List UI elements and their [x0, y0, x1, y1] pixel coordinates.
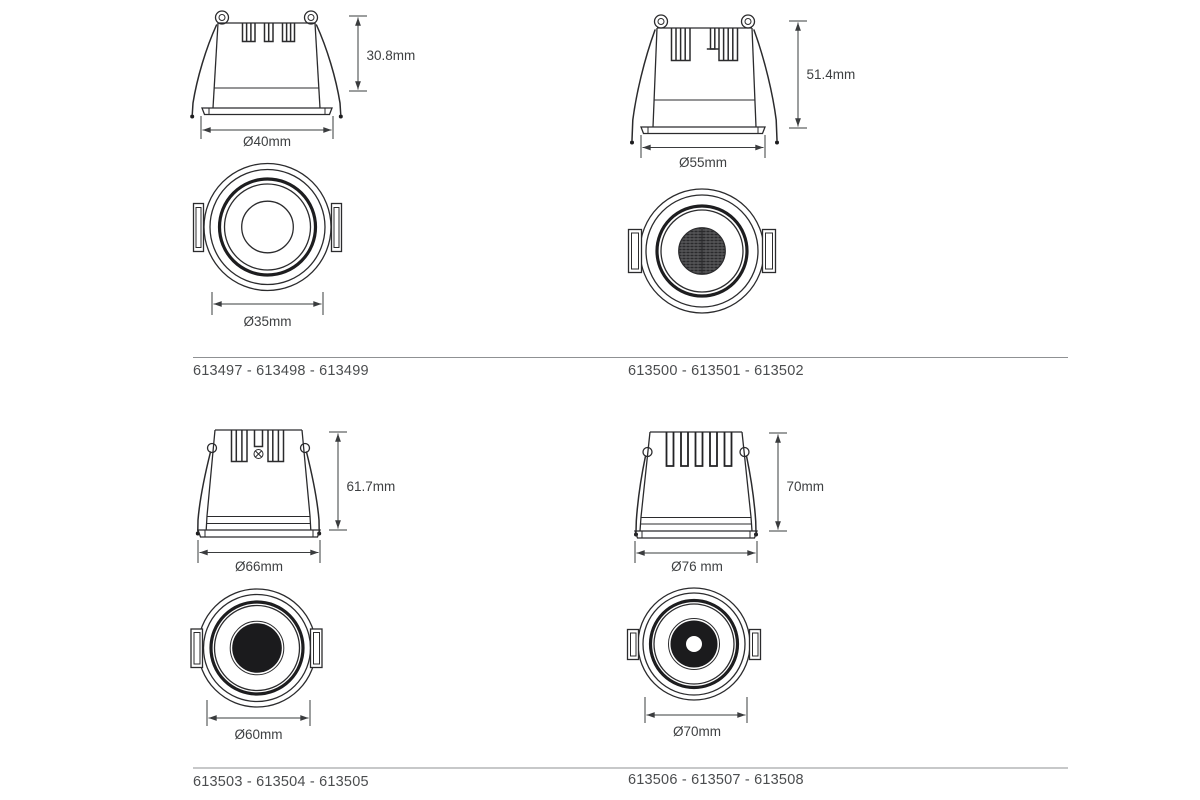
product-2-side-diameter-label: Ø55mm [679, 155, 727, 170]
product-1-spring-clip-right [303, 10, 343, 119]
product-3-front-diameter-dimension: Ø60mm [206, 700, 311, 742]
product-1-height-label: 30.8mm [367, 48, 416, 63]
product-1-front-view [192, 162, 343, 292]
product-3-led-lens [232, 623, 282, 673]
product-1-side-view [190, 10, 343, 119]
product-4-mounting-tab-left [626, 628, 640, 661]
product-1: 30.8mm Ø40mm Ø35mm 613 [190, 10, 416, 379]
product-4: 70mm Ø76 mm [626, 431, 825, 788]
product-4-front-diameter-dimension: Ø70mm [644, 697, 748, 739]
product-4-side-view [634, 431, 758, 539]
product-3-front-diameter-label: Ø60mm [234, 727, 282, 742]
product-3-codes: 613503 - 613504 - 613505 [193, 774, 369, 790]
product-1-body [201, 22, 333, 116]
product-4-body [634, 431, 758, 539]
product-4-led-ring [670, 620, 718, 668]
product-4-side-diameter-dimension: Ø76 mm [634, 541, 758, 574]
product-4-height-dimension: 70mm [769, 432, 825, 532]
product-2-height-label: 51.4mm [807, 67, 856, 82]
product-4-mounting-tab-right [748, 628, 762, 661]
product-1-codes: 613497 - 613498 - 613499 [193, 363, 369, 379]
product-4-height-label: 70mm [787, 479, 825, 494]
product-2-mounting-tab-right [761, 228, 777, 274]
product-3: 61.7mm Ø66mm Ø60mm [190, 429, 396, 790]
product-3-mounting-tab-left [190, 628, 204, 669]
product-2-spring-clip-right [740, 14, 779, 145]
product-3-heatsink-fins [230, 430, 285, 463]
product-4-side-diameter-label: Ø76 mm [671, 559, 723, 574]
product-3-body [197, 429, 321, 538]
product-2-side-view [630, 14, 779, 145]
product-4-front-diameter-label: Ø70mm [673, 724, 721, 739]
product-3-height-dimension: 61.7mm [329, 431, 396, 531]
product-2-front-view [627, 188, 777, 314]
product-3-front-view [190, 588, 323, 708]
product-2: 51.4mm Ø55mm 613500 - 613501 - 613502 [627, 14, 856, 379]
product-3-mounting-tab-right [309, 628, 323, 669]
product-2-body [640, 27, 766, 135]
product-3-side-view [195, 429, 322, 538]
product-2-mounting-tab-left [627, 228, 643, 274]
product-4-heatsink-fins [665, 432, 733, 467]
product-1-mounting-tab-left [192, 202, 205, 253]
product-1-height-dimension: 30.8mm [349, 15, 416, 92]
product-1-heatsink-fins [241, 23, 296, 43]
product-2-spring-clip-left [630, 14, 669, 145]
product-1-side-diameter-label: Ø40mm [243, 134, 291, 149]
product-1-front-diameter-dimension: Ø35mm [211, 292, 324, 329]
product-3-side-diameter-label: Ø66mm [235, 559, 283, 574]
product-1-front-diameter-label: Ø35mm [243, 314, 291, 329]
product-1-mounting-tab-right [330, 202, 343, 253]
product-2-codes: 613500 - 613501 - 613502 [628, 363, 804, 379]
product-1-side-diameter-dimension: Ø40mm [200, 116, 334, 149]
product-2-height-dimension: 51.4mm [789, 20, 856, 129]
product-2-side-diameter-dimension: Ø55mm [640, 135, 766, 170]
product-3-height-label: 61.7mm [347, 479, 396, 494]
product-4-front-view [626, 587, 762, 701]
product-3-side-diameter-dimension: Ø66mm [197, 540, 321, 574]
product-1-spring-clip-left [190, 10, 230, 119]
product-4-codes: 613506 - 613507 - 613508 [628, 772, 804, 788]
product-2-heatsink-fins [670, 28, 739, 62]
product-3-screw [253, 449, 264, 459]
